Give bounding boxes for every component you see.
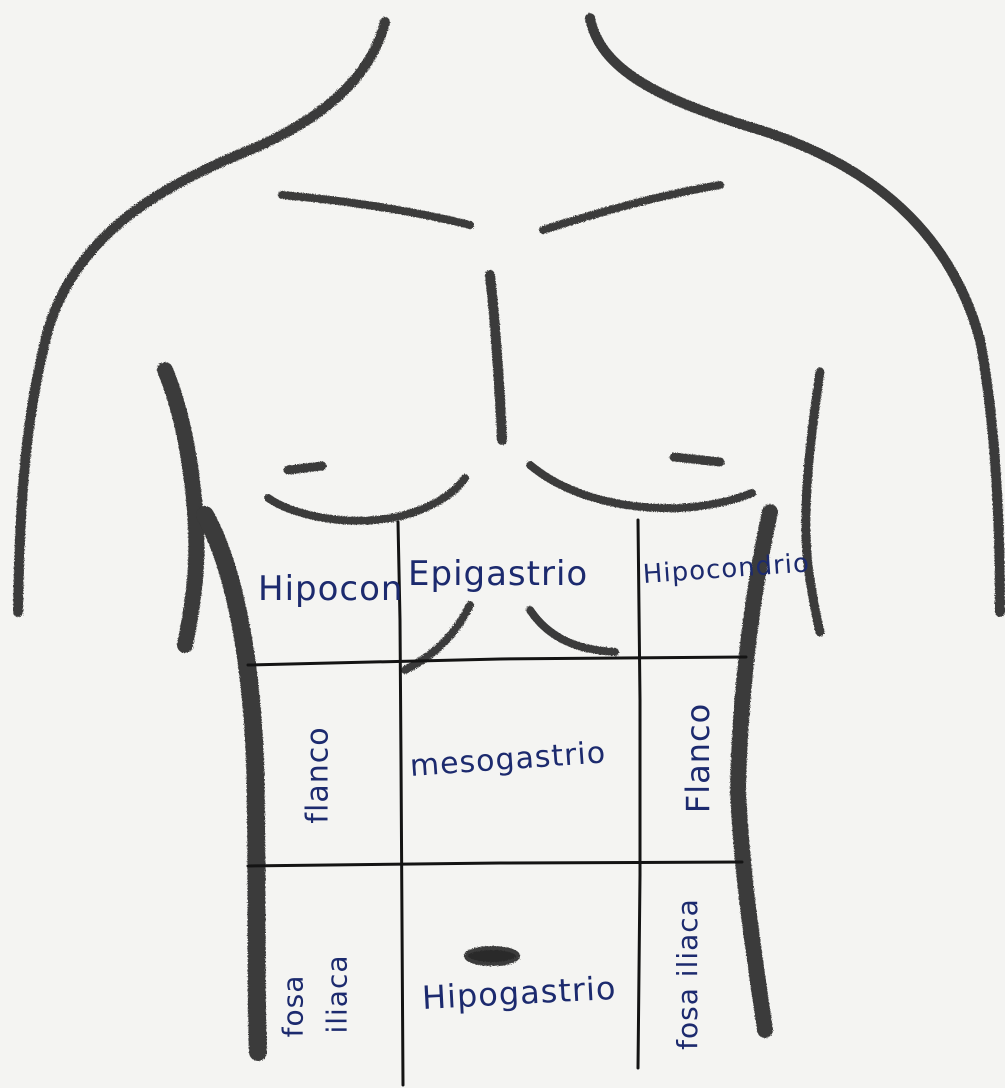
label-fosa-iliaca-derecha-line1: fosa <box>279 975 307 1038</box>
rib-arc-right <box>530 610 615 652</box>
label-fosa-iliaca-derecha-line2: iliaca <box>324 954 352 1033</box>
label-fosa-iliaca-izquierda: fosa iliaca <box>674 898 702 1050</box>
grid-vertical-right <box>638 520 640 1068</box>
side-line-right <box>738 512 770 1030</box>
clavicle-right <box>543 185 720 230</box>
label-hipogastrio: Hipogastrio <box>421 972 617 1014</box>
label-flanco-derecho: flanco <box>304 726 334 823</box>
pec-right <box>530 465 752 508</box>
pec-left <box>268 478 465 521</box>
side-line-left <box>205 515 258 1052</box>
label-flanco-izquierdo: Flanco <box>682 703 714 813</box>
neck-shoulder-right <box>590 18 1000 612</box>
arm-line-right <box>806 372 820 632</box>
label-hipocondrio-derecho: Hipocon <box>258 572 403 606</box>
label-epigastrio: Epigastrio <box>408 557 588 591</box>
nipple-right <box>674 457 720 462</box>
grid-horizontal-bottom <box>248 862 742 866</box>
clavicle-left <box>282 195 470 225</box>
grid-horizontal-top <box>248 657 746 665</box>
sternum-line <box>490 275 502 440</box>
arm-line-left <box>165 370 196 645</box>
nipple-left <box>288 466 322 470</box>
navel <box>466 948 518 964</box>
